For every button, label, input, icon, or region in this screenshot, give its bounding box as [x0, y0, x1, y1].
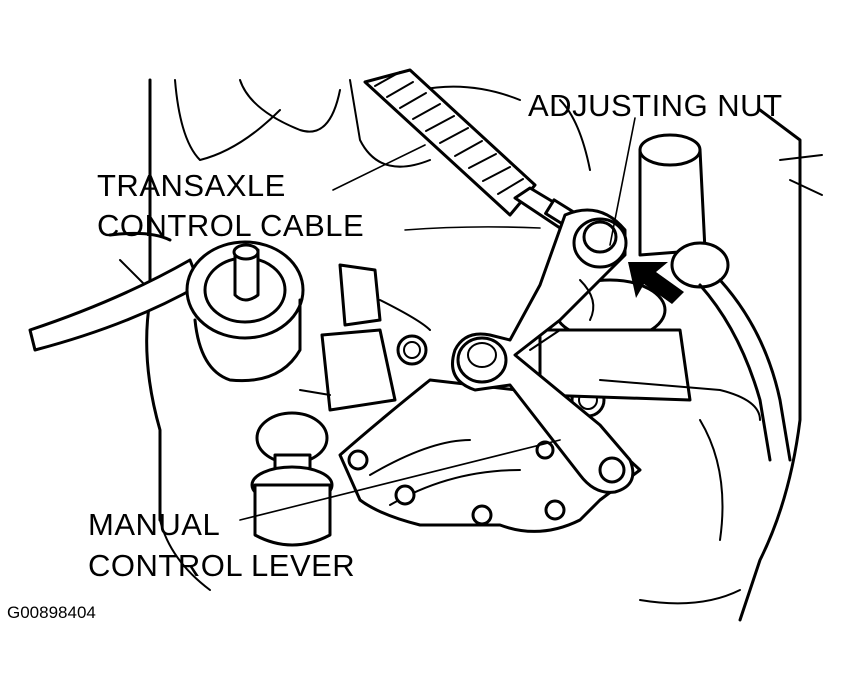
manual-control-lever	[451, 208, 635, 494]
adjusting-nut-label: ADJUSTING NUT	[528, 88, 783, 123]
transaxle-label-line1: TRANSAXLE	[97, 168, 286, 203]
figure-code: G00898404	[7, 603, 96, 622]
manual-label-line1: MANUAL	[88, 507, 220, 542]
left-mount	[28, 240, 305, 383]
arrow-icon	[628, 262, 684, 304]
knob-post	[250, 411, 334, 547]
adjusting-nut	[572, 217, 628, 269]
leader-lines	[239, 117, 636, 521]
transaxle-label-line2: CONTROL CABLE	[97, 208, 364, 243]
manual-label-line2: CONTROL LEVER	[88, 548, 355, 583]
transaxle-housing	[108, 78, 823, 622]
cable-bracket	[299, 263, 431, 412]
